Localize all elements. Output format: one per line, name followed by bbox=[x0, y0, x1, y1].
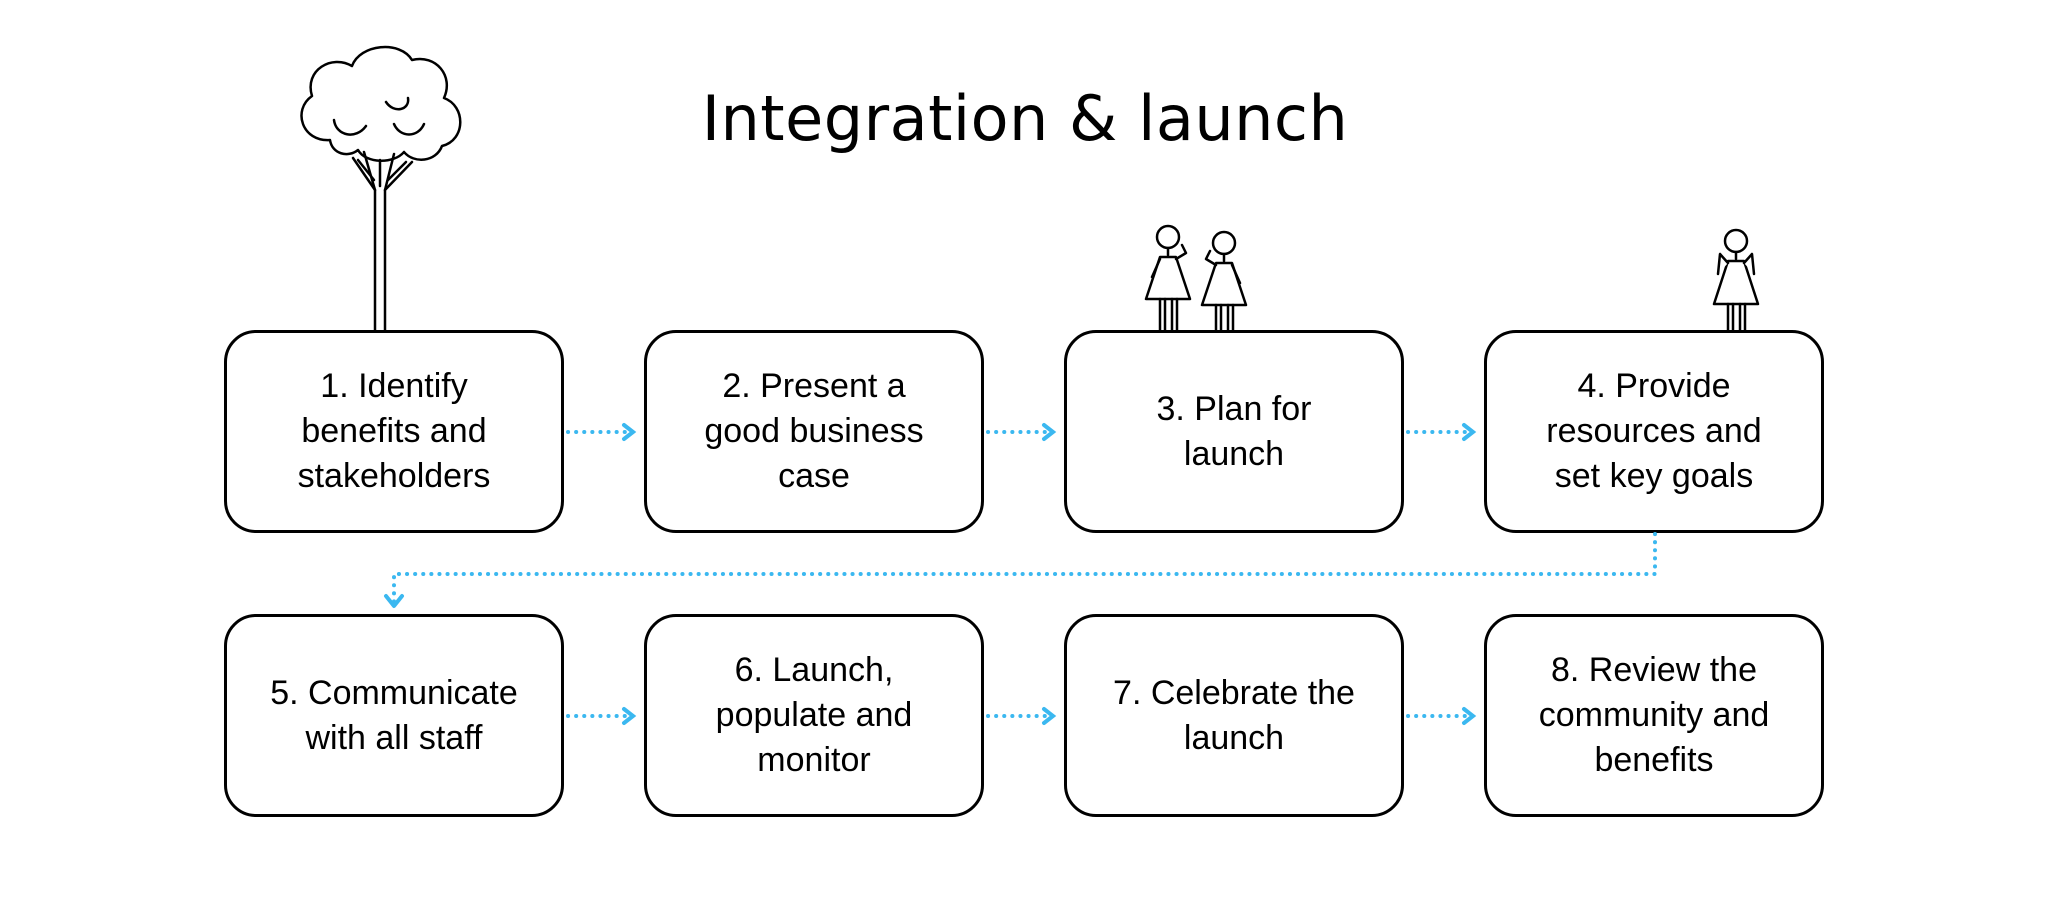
arrow-3-to-4 bbox=[1406, 423, 1477, 441]
arrow-5-to-6 bbox=[566, 707, 637, 725]
step-5-box: 5. Communicate with all staff bbox=[224, 614, 564, 817]
two-people-icon bbox=[1144, 224, 1248, 335]
arrow-7-to-8 bbox=[1406, 707, 1477, 725]
step-1-box: 1. Identify benefits and stakeholders bbox=[224, 330, 564, 533]
arrow-4-to-5 bbox=[384, 532, 1657, 608]
arrow-1-to-2 bbox=[566, 423, 637, 441]
step-6-box: 6. Launch, populate and monitor bbox=[644, 614, 984, 817]
step-6-label: 6. Launch, populate and monitor bbox=[715, 651, 913, 779]
step-2-label: 2. Present a good business case bbox=[704, 367, 924, 495]
step-7-box: 7. Celebrate the launch bbox=[1064, 614, 1404, 817]
step-5-label: 5. Communicate with all staff bbox=[270, 673, 518, 757]
step-8-label: 8. Review the community and benefits bbox=[1538, 651, 1770, 779]
step-3-box: 3. Plan for launch bbox=[1064, 330, 1404, 533]
step-4-label: 4. Provide resources and set key goals bbox=[1546, 367, 1762, 495]
arrow-2-to-3 bbox=[986, 423, 1057, 441]
person-icon bbox=[1712, 228, 1760, 334]
arrow-6-to-7 bbox=[986, 707, 1057, 725]
step-2-box: 2. Present a good business case bbox=[644, 330, 984, 533]
diagram-title: Integration & launch bbox=[701, 82, 1349, 155]
tree-icon bbox=[300, 45, 462, 334]
step-7-label: 7. Celebrate the launch bbox=[1113, 673, 1355, 757]
step-4-box: 4. Provide resources and set key goals bbox=[1484, 330, 1824, 533]
step-1-label: 1. Identify benefits and stakeholders bbox=[297, 367, 491, 495]
step-3-label: 3. Plan for launch bbox=[1156, 389, 1312, 473]
step-8-box: 8. Review the community and benefits bbox=[1484, 614, 1824, 817]
